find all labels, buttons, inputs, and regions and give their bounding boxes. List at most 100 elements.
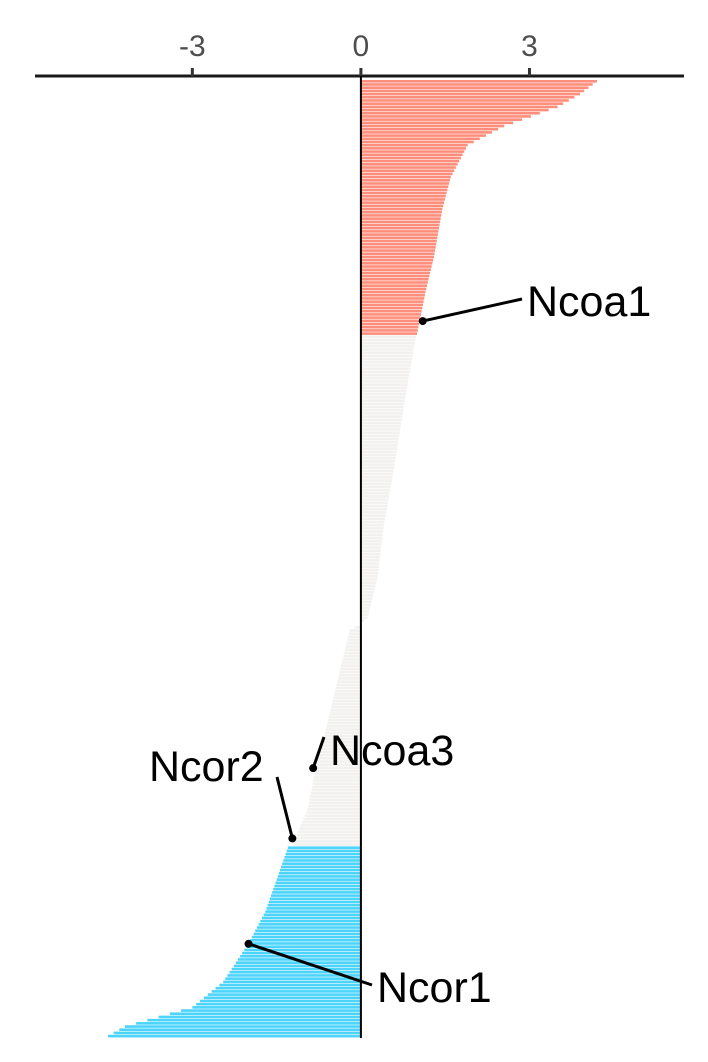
bar bbox=[360, 584, 376, 588]
bar bbox=[235, 961, 361, 964]
bar bbox=[360, 520, 385, 524]
bar bbox=[336, 683, 361, 687]
bar bbox=[360, 571, 379, 575]
bar bbox=[360, 332, 418, 335]
bar bbox=[360, 230, 439, 233]
bar bbox=[360, 322, 420, 326]
x-tick-label: 0 bbox=[353, 30, 370, 63]
bar bbox=[360, 217, 441, 220]
bar bbox=[302, 820, 361, 824]
bar bbox=[360, 284, 428, 287]
bar bbox=[360, 523, 384, 527]
bar bbox=[360, 424, 401, 428]
bar bbox=[360, 239, 437, 243]
bar bbox=[337, 677, 361, 680]
bar bbox=[360, 108, 549, 112]
bar bbox=[355, 626, 361, 629]
bar bbox=[360, 546, 382, 549]
annotation-point bbox=[244, 939, 253, 948]
bar bbox=[360, 370, 410, 374]
bar bbox=[293, 840, 361, 843]
bar bbox=[360, 590, 374, 594]
bar bbox=[311, 788, 361, 792]
bar bbox=[360, 303, 423, 307]
bar bbox=[360, 437, 399, 441]
bar bbox=[267, 903, 361, 907]
bar bbox=[329, 712, 361, 715]
bar bbox=[360, 421, 402, 425]
bar bbox=[360, 274, 430, 278]
bar bbox=[275, 881, 361, 885]
bar bbox=[360, 178, 450, 182]
bar bbox=[360, 140, 474, 144]
bar bbox=[272, 891, 361, 894]
bar bbox=[360, 466, 395, 470]
bar bbox=[360, 325, 419, 329]
bar bbox=[326, 725, 361, 728]
bar bbox=[360, 357, 413, 361]
bar bbox=[360, 80, 597, 83]
bar bbox=[360, 172, 453, 176]
bar bbox=[339, 670, 361, 674]
bar bbox=[360, 536, 383, 540]
bar bbox=[360, 364, 411, 367]
bar bbox=[255, 929, 361, 933]
bar bbox=[323, 737, 361, 741]
bar bbox=[360, 300, 424, 303]
bar bbox=[324, 734, 361, 738]
bar bbox=[360, 287, 427, 291]
annotation-leaders bbox=[244, 297, 523, 987]
bar bbox=[360, 137, 480, 141]
bar bbox=[360, 265, 432, 268]
bar bbox=[360, 297, 425, 300]
bar bbox=[113, 1031, 361, 1035]
bar bbox=[196, 1002, 361, 1006]
bar bbox=[360, 367, 411, 371]
bar bbox=[360, 613, 369, 616]
bar bbox=[360, 533, 383, 537]
bar bbox=[360, 290, 426, 294]
bar bbox=[360, 603, 371, 607]
bar bbox=[360, 169, 455, 173]
bar bbox=[360, 555, 381, 559]
bar bbox=[360, 539, 382, 543]
bar bbox=[360, 552, 381, 556]
bar bbox=[360, 498, 389, 501]
bar bbox=[360, 527, 384, 530]
bar bbox=[360, 309, 422, 313]
annotation-label: Ncoa3 bbox=[330, 727, 454, 775]
bar bbox=[333, 696, 361, 699]
bar bbox=[360, 380, 409, 383]
bar bbox=[360, 434, 400, 438]
bar bbox=[316, 763, 361, 766]
bar bbox=[360, 472, 393, 476]
bar bbox=[360, 619, 365, 623]
bar bbox=[279, 868, 361, 872]
bar bbox=[360, 530, 384, 533]
bar bbox=[360, 511, 387, 514]
bar bbox=[360, 277, 429, 281]
bar bbox=[207, 993, 361, 996]
bar bbox=[337, 680, 361, 683]
bar bbox=[360, 469, 394, 473]
bar bbox=[340, 667, 361, 671]
bar bbox=[295, 836, 361, 840]
bar bbox=[360, 565, 379, 569]
bar bbox=[327, 721, 361, 725]
bar bbox=[169, 1012, 361, 1016]
bar bbox=[321, 747, 361, 751]
bar bbox=[360, 89, 585, 93]
bar bbox=[360, 517, 386, 521]
bar bbox=[360, 147, 466, 150]
bar bbox=[360, 345, 415, 348]
bar bbox=[242, 951, 361, 955]
bar bbox=[360, 408, 404, 412]
bar bbox=[360, 559, 380, 562]
bar bbox=[360, 578, 377, 581]
bar bbox=[360, 597, 373, 600]
bar bbox=[307, 808, 361, 811]
bar bbox=[360, 456, 396, 460]
bar bbox=[360, 191, 447, 195]
bar bbox=[360, 118, 522, 121]
